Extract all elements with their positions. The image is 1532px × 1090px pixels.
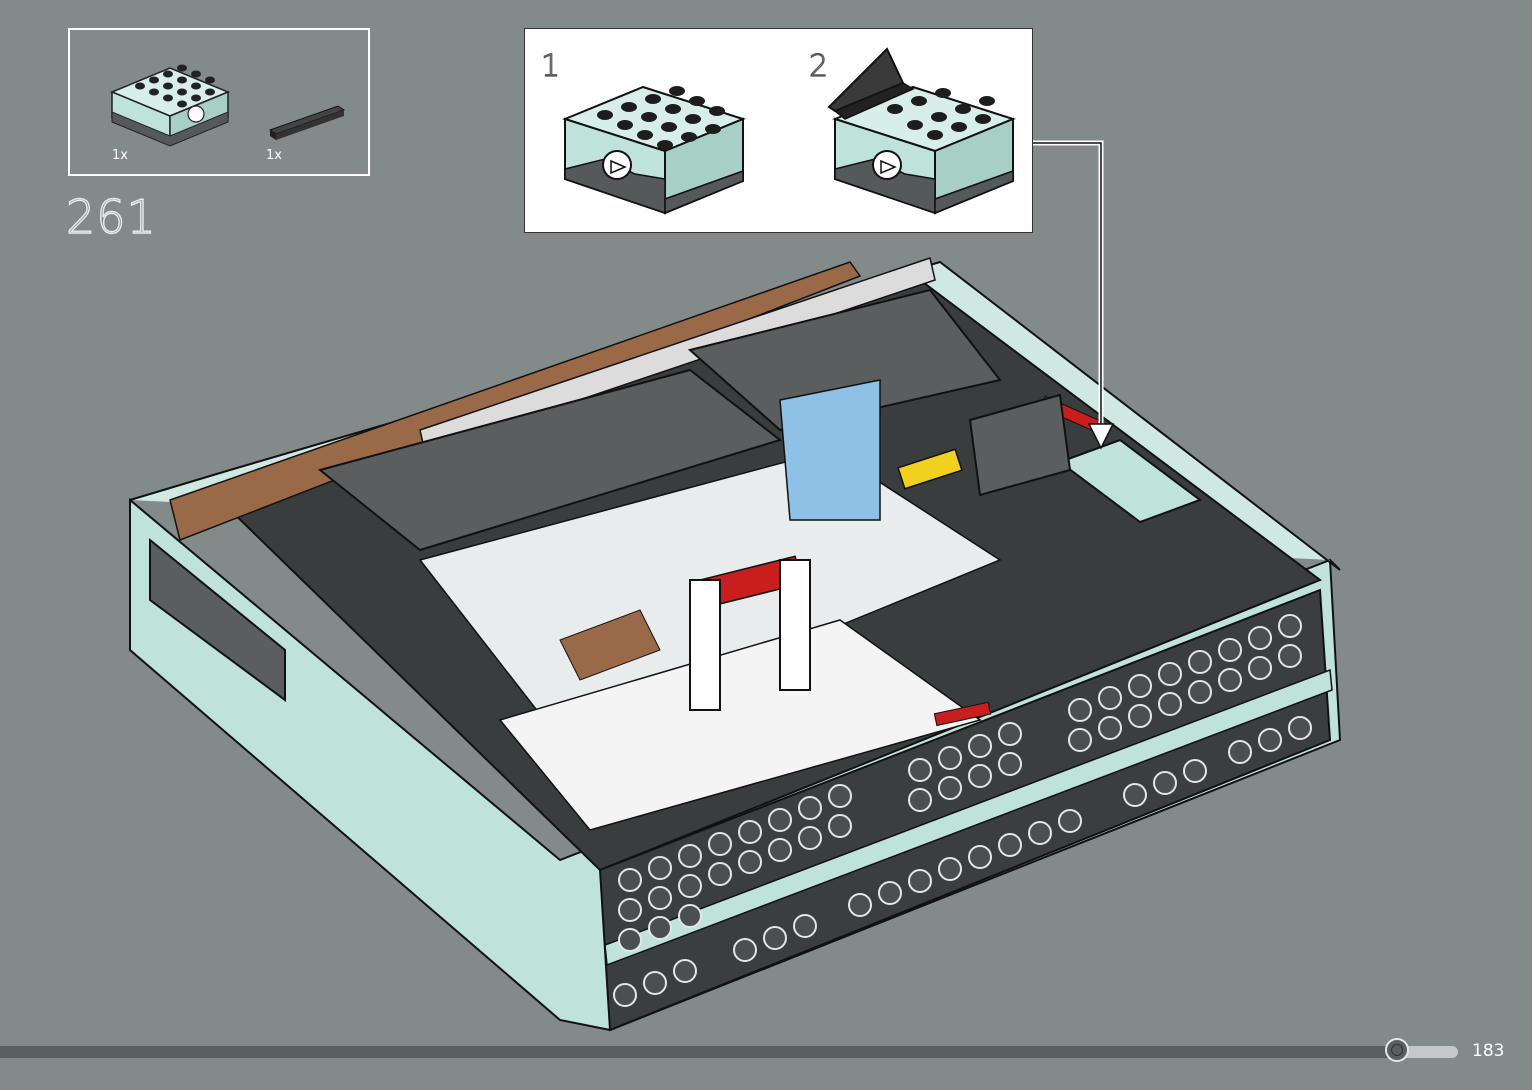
progress-track: [0, 1046, 1400, 1058]
progress-knob-icon: [1385, 1038, 1409, 1062]
page-number: 183: [1472, 1041, 1504, 1061]
